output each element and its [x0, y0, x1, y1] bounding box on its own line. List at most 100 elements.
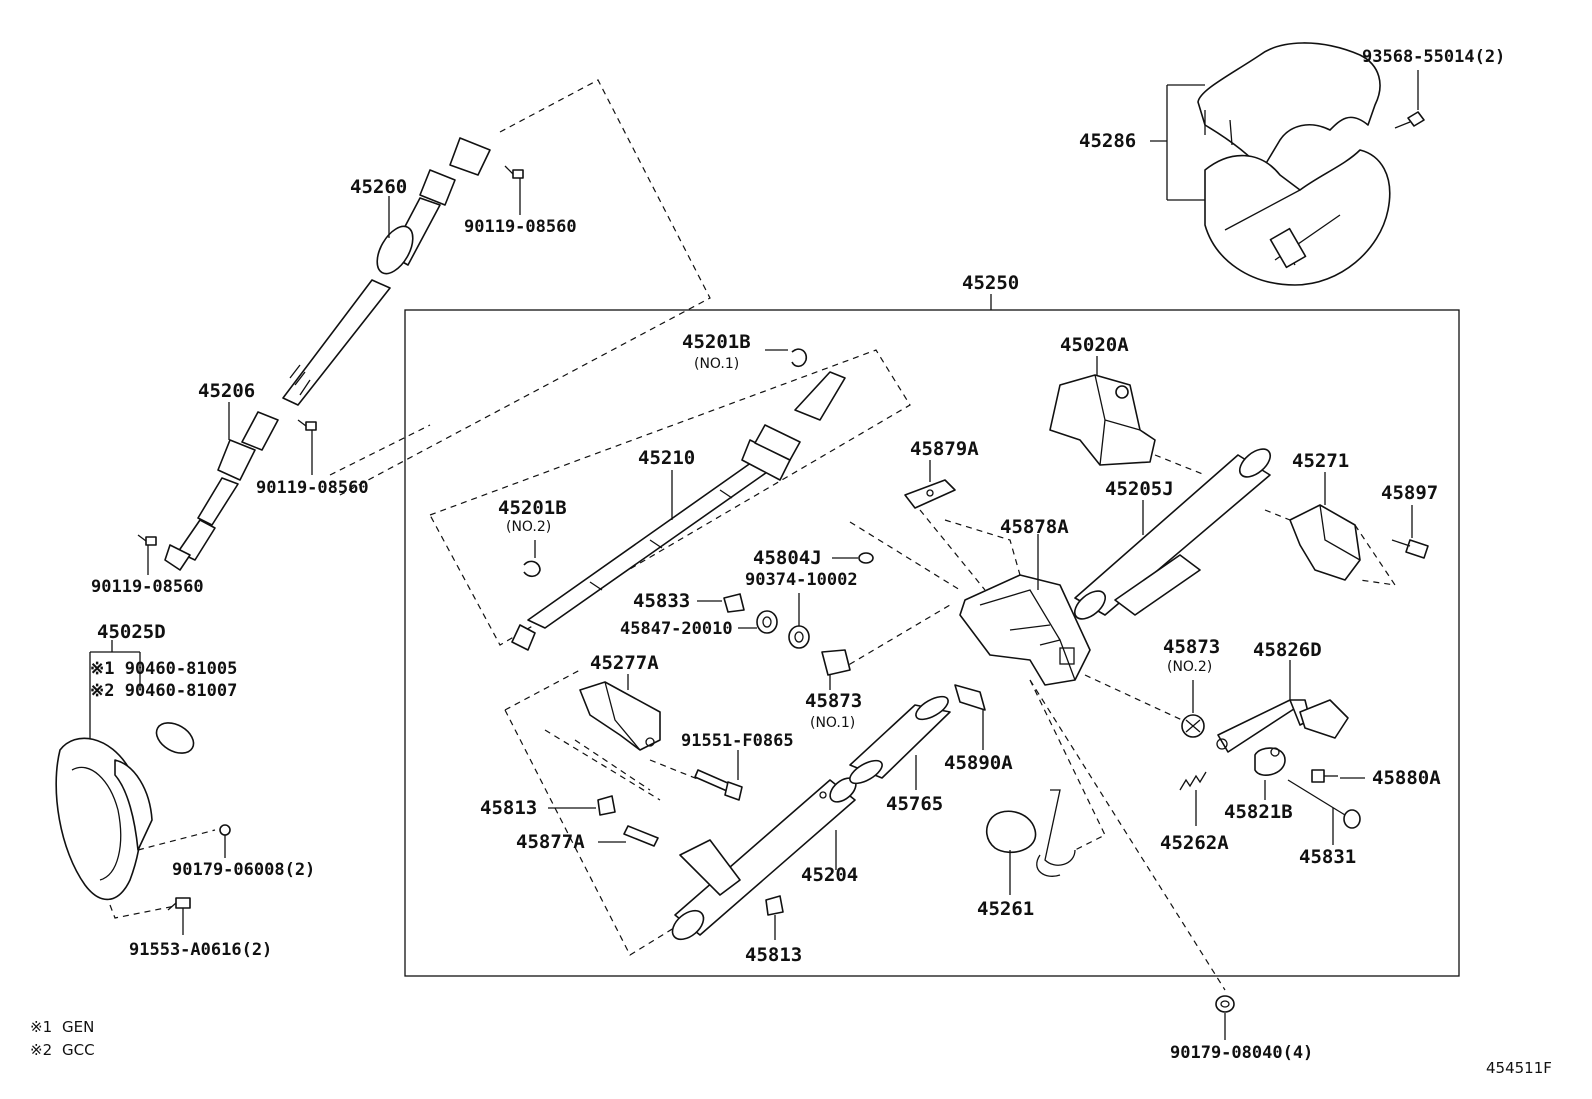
label-90179-a: 90179-06008(2) [172, 860, 315, 880]
label-45250: 45250 [962, 272, 1019, 294]
label-45821B: 45821B [1224, 801, 1293, 823]
dashed-region-45277A [504, 669, 696, 956]
label-45897: 45897 [1381, 482, 1438, 504]
label-45879A: 45879A [910, 438, 979, 460]
bracket-45277A [579, 681, 661, 751]
label-91553: 91553-A0616(2) [129, 940, 272, 960]
bolt-90119-a [504, 165, 524, 179]
label-90119-a: 90119-08560 [464, 217, 577, 237]
dashed-region-45260 [329, 79, 711, 496]
bracket-45878A [959, 574, 1091, 686]
label-45201B-no1: 45201B [682, 331, 751, 353]
washer-45847 [756, 610, 778, 634]
dashed-region-45210 [429, 349, 911, 646]
snap-ring-45201B-no2 [523, 560, 541, 578]
nut-90179-a [219, 824, 231, 836]
nut-45804J [858, 552, 874, 564]
dashed-91551 [649, 759, 701, 781]
dashed-45878A [839, 521, 961, 671]
label-90179-b: 90179-08040(4) [1170, 1043, 1313, 1063]
spring-45261 [985, 789, 1076, 877]
label-90119-c: 90119-08560 [91, 577, 204, 597]
legend-text-1: GEN [62, 1018, 94, 1036]
label-45765: 45765 [886, 793, 943, 815]
bolt-90119-c [137, 534, 157, 546]
bracket-45821B [1254, 747, 1286, 776]
label-90374: 90374-10002 [745, 570, 858, 590]
main-shaft-45210 [511, 371, 846, 651]
label-45880A: 45880A [1372, 767, 1441, 789]
bracket-45286 [1150, 84, 1205, 201]
label-93568: 93568-55014(2) [1362, 47, 1505, 67]
lever-45826D [1216, 699, 1349, 753]
figure-id: 454511F [1486, 1059, 1552, 1077]
label-45271: 45271 [1292, 450, 1349, 472]
dashed-45261 [1029, 679, 1226, 991]
label-45206: 45206 [198, 380, 255, 402]
bushing-45813-b [765, 895, 784, 916]
legend-text-2: GCC [62, 1041, 95, 1059]
screw-45880A [1311, 769, 1338, 783]
label-45262A: 45262A [1160, 832, 1229, 854]
sleeve-45765 [849, 695, 951, 785]
bushing-45873-no2 [1181, 714, 1205, 738]
label-45833: 45833 [633, 590, 690, 612]
washer-90374 [788, 625, 810, 649]
label-45877A: 45877A [516, 831, 585, 853]
lock-housing-45020A [1049, 374, 1156, 466]
screw-93568 [1394, 111, 1425, 129]
dashed-45271 [1264, 509, 1397, 586]
bolt-91551 [694, 769, 743, 801]
nut-90179-b [1215, 995, 1235, 1013]
label-45201B-no2: 45201B [498, 497, 567, 519]
bolt-90119-b [297, 419, 317, 431]
dashed-45025D [109, 829, 216, 919]
label-45847: 45847-20010 [620, 619, 733, 639]
label-45826D: 45826D [1253, 639, 1322, 661]
bushing-45873-no1 [821, 649, 851, 676]
sub-45873-no2: (NO.2) [1167, 659, 1212, 675]
legend-mark-2: ※2 [30, 1041, 52, 1059]
bracket-45271 [1289, 504, 1361, 581]
label-45260: 45260 [350, 176, 407, 198]
sub-45873-no1: (NO.1) [810, 715, 855, 731]
label-45804J: 45804J [753, 547, 822, 569]
label-45286: 45286 [1079, 130, 1136, 152]
label-91551: 91551-F0865 [681, 731, 794, 751]
snap-ring-45201B-no1 [791, 348, 808, 368]
label-45025D: 45025D [97, 621, 166, 643]
sub-45201B-no2: (NO.2) [506, 519, 551, 535]
sliding-yoke-45206 [164, 411, 279, 571]
assembly-box-45250 [404, 309, 1460, 977]
dashed-45020A [1154, 454, 1206, 476]
label-45890A: 45890A [944, 752, 1013, 774]
label-45020A: 45020A [1060, 334, 1129, 356]
label-45873-no2: 45873 [1163, 636, 1220, 658]
pin-45877A [623, 825, 659, 847]
lower-tube-45204 [671, 777, 857, 941]
label-90460-a: ※1 90460-81005 [90, 659, 237, 679]
column-tube-45205J [1073, 448, 1272, 620]
dashed-45879A [919, 509, 1021, 591]
bolt-91553 [167, 897, 191, 911]
bushing-45813-a [597, 795, 616, 816]
label-45878A: 45878A [1000, 516, 1069, 538]
pin-45831 [1287, 779, 1361, 829]
nut-45833 [723, 593, 745, 613]
bolt-45897 [1391, 539, 1429, 559]
legend-mark-1: ※1 [30, 1018, 52, 1036]
label-45204: 45204 [801, 864, 858, 886]
spring-45262A [1179, 771, 1207, 791]
label-90460-b: ※2 90460-81007 [90, 681, 237, 701]
bracket-45025D [89, 640, 141, 740]
label-45813-b: 45813 [745, 944, 802, 966]
column-cover-45286 [1197, 42, 1391, 286]
label-45831: 45831 [1299, 846, 1356, 868]
plate-45879A [904, 479, 956, 509]
label-45277A: 45277A [590, 652, 659, 674]
dashed-45873 [1084, 674, 1183, 721]
sub-45201B-no1: (NO.1) [694, 356, 739, 372]
label-45210: 45210 [638, 447, 695, 469]
